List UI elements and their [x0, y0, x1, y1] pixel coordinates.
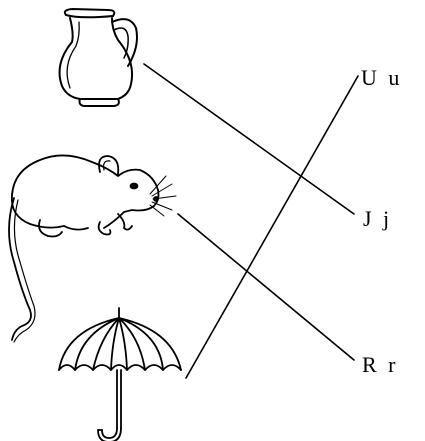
match-line-jug-to-j	[143, 63, 355, 215]
letter-label-j: J j	[363, 206, 393, 231]
rat-icon	[8, 154, 177, 343]
matching-lines	[143, 63, 359, 379]
letter-label-u: U u	[361, 65, 403, 90]
umbrella-icon	[58, 307, 182, 441]
jug-icon	[58, 8, 138, 107]
match-line-umbrella-to-u	[185, 75, 359, 379]
letter-label-r: R r	[362, 352, 399, 377]
match-line-rat-to-r	[177, 213, 355, 361]
